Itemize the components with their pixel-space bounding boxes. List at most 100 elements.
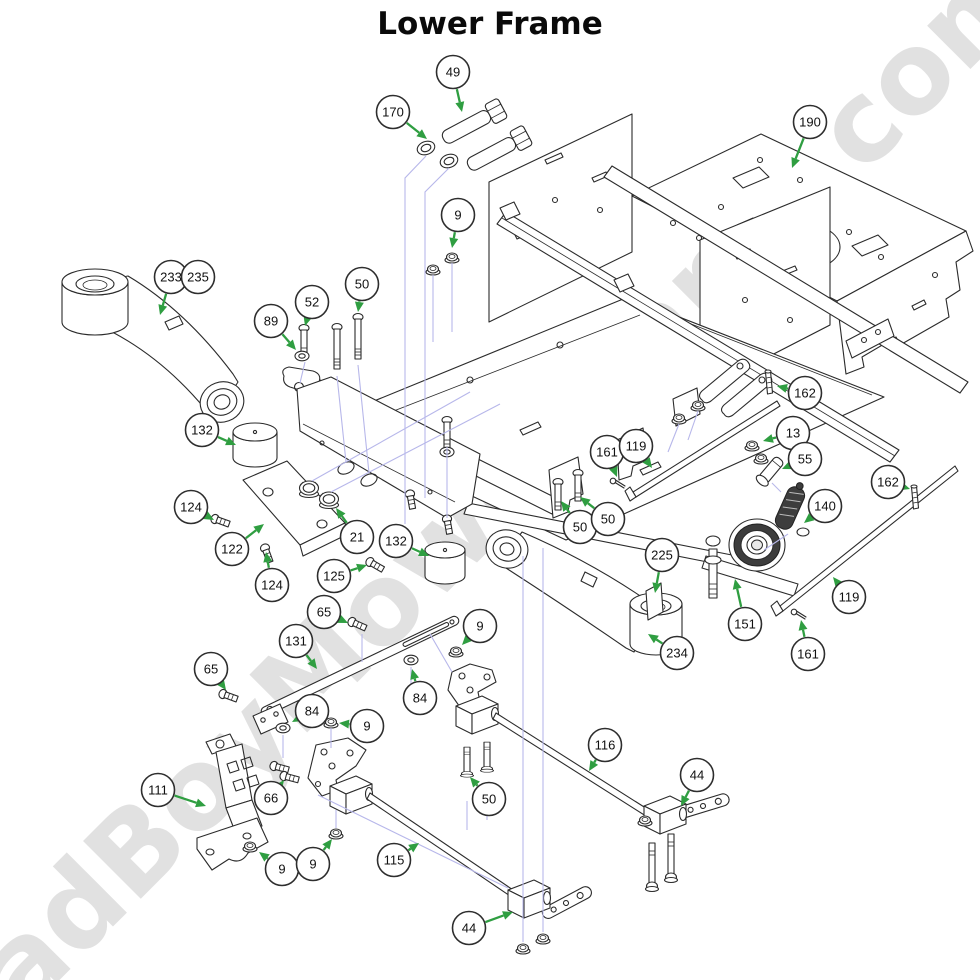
callout-balloon[interactable]	[679, 757, 715, 793]
callout-65[interactable]: 65	[193, 651, 229, 691]
callout-119[interactable]: 119	[618, 428, 654, 469]
callout-124[interactable]: 124	[173, 489, 215, 525]
callout-116[interactable]: 116	[587, 727, 623, 772]
callout-balloon[interactable]	[184, 412, 220, 448]
callout-151[interactable]: 151	[727, 579, 763, 642]
callout-balloon[interactable]	[727, 606, 763, 642]
callout-55[interactable]: 55	[782, 441, 823, 477]
callout-balloon[interactable]	[316, 558, 352, 594]
callout-balloon[interactable]	[870, 464, 906, 500]
callout-balloon[interactable]	[435, 54, 471, 90]
callout-50[interactable]: 50	[470, 777, 507, 817]
callout-balloon[interactable]	[378, 523, 414, 559]
callout-number: 9	[476, 619, 483, 634]
callout-number: 235	[187, 270, 209, 285]
callout-52[interactable]: 52	[294, 284, 330, 327]
callout-arrowhead-icon	[833, 577, 843, 588]
callout-balloon[interactable]	[807, 488, 843, 524]
callout-balloon[interactable]	[253, 780, 289, 816]
callout-balloon[interactable]	[831, 579, 867, 615]
callout-235[interactable]: 235	[180, 259, 216, 295]
callout-233[interactable]: 233	[153, 259, 189, 316]
callout-balloon[interactable]	[590, 501, 626, 537]
callout-84[interactable]: 84	[402, 669, 438, 716]
callout-balloon[interactable]	[790, 636, 826, 672]
callout-44[interactable]: 44	[451, 910, 514, 946]
callout-arrow-line	[217, 436, 228, 443]
callout-66[interactable]: 66	[253, 780, 289, 816]
callout-balloon[interactable]	[349, 708, 385, 744]
idler-pulley-151	[701, 518, 799, 599]
callout-225[interactable]: 225	[644, 537, 680, 594]
callout-125[interactable]: 125	[316, 558, 368, 594]
callout-balloon[interactable]	[294, 693, 330, 729]
callout-balloon[interactable]	[306, 594, 342, 630]
callout-84[interactable]: 84	[292, 693, 330, 729]
callout-balloon[interactable]	[344, 266, 380, 302]
callout-65[interactable]: 65	[306, 594, 349, 630]
callout-89[interactable]: 89	[253, 303, 297, 351]
callout-balloon[interactable]	[787, 375, 823, 411]
callout-balloon[interactable]	[193, 651, 229, 687]
callout-131[interactable]: 131	[278, 623, 318, 670]
callout-arrow-line	[593, 759, 597, 764]
callout-balloon[interactable]	[295, 846, 331, 882]
callout-9[interactable]: 9	[339, 708, 385, 744]
callout-balloon[interactable]	[440, 197, 476, 233]
callout-119[interactable]: 119	[831, 577, 867, 615]
callout-190[interactable]: 190	[791, 104, 828, 169]
callout-balloon[interactable]	[173, 489, 209, 525]
callout-balloon[interactable]	[451, 910, 487, 946]
clevis-pin-55	[755, 456, 784, 487]
callout-balloon[interactable]	[462, 608, 498, 644]
callout-balloon[interactable]	[792, 104, 828, 140]
callout-132[interactable]: 132	[184, 412, 237, 448]
callout-balloon[interactable]	[180, 259, 216, 295]
callout-balloon[interactable]	[339, 519, 375, 555]
callout-balloon[interactable]	[376, 842, 412, 878]
callout-132[interactable]: 132	[378, 523, 430, 559]
callout-21[interactable]: 21	[336, 508, 375, 555]
callout-balloon[interactable]	[587, 727, 623, 763]
callout-arrow-line	[350, 567, 358, 572]
callout-balloon[interactable]	[787, 441, 823, 477]
callout-balloon[interactable]	[471, 781, 507, 817]
callout-50[interactable]: 50	[561, 501, 598, 545]
callout-161[interactable]: 161	[790, 620, 826, 672]
callout-9[interactable]: 9	[295, 839, 333, 882]
callout-balloon[interactable]	[254, 567, 290, 603]
callout-170[interactable]: 170	[375, 94, 428, 140]
callout-111[interactable]: 111	[140, 772, 207, 808]
callout-balloon[interactable]	[618, 428, 654, 464]
callout-122[interactable]: 122	[214, 524, 265, 567]
callout-balloon[interactable]	[214, 531, 250, 567]
callout-162[interactable]: 162	[777, 375, 823, 411]
callout-balloon[interactable]	[659, 635, 695, 671]
callout-234[interactable]: 234	[648, 634, 695, 671]
callout-13[interactable]: 13	[763, 415, 811, 451]
callout-9[interactable]: 9	[462, 608, 498, 646]
callout-arrow-line	[161, 293, 168, 306]
callout-9[interactable]: 9	[259, 851, 300, 887]
callout-162[interactable]: 162	[870, 464, 911, 500]
callout-arrow-line	[684, 790, 690, 798]
callout-balloon[interactable]	[253, 303, 289, 339]
spacer-132-right	[424, 541, 466, 585]
callout-44[interactable]: 44	[679, 757, 715, 807]
callout-balloon[interactable]	[644, 537, 680, 573]
callout-balloon[interactable]	[375, 94, 411, 130]
callout-161[interactable]: 161	[589, 434, 625, 478]
callout-balloon[interactable]	[294, 284, 330, 320]
callout-50[interactable]: 50	[580, 497, 626, 537]
callout-140[interactable]: 140	[804, 488, 843, 524]
callout-balloon[interactable]	[278, 623, 314, 659]
callout-50[interactable]: 50	[344, 266, 380, 313]
callout-9[interactable]: 9	[440, 197, 476, 249]
callout-balloon[interactable]	[402, 680, 438, 716]
callout-115[interactable]: 115	[376, 842, 420, 878]
callout-arrowhead-icon	[589, 760, 599, 771]
callout-124[interactable]: 124	[254, 552, 290, 603]
callout-balloon[interactable]	[140, 772, 176, 808]
callout-49[interactable]: 49	[435, 54, 471, 113]
callout-arrowhead-icon	[336, 508, 346, 519]
